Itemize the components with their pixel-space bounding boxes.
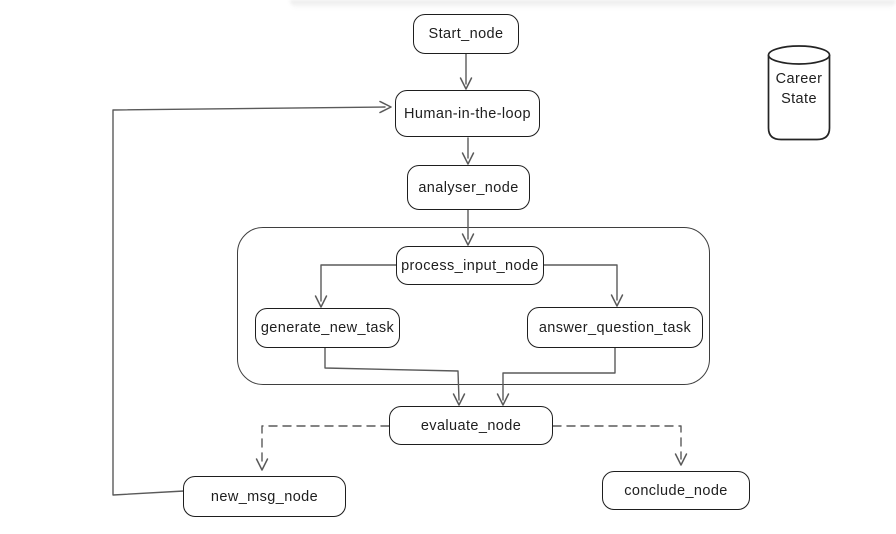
node-generate-new-task: generate_new_task (255, 308, 400, 348)
edge-generate-to-evaluate (324, 347, 460, 401)
arrowhead-human-to-analyser (461, 152, 475, 165)
arrowhead-analyser-to-process (461, 233, 475, 246)
edge-process-to-answer (543, 264, 618, 301)
arrowhead-evaluate-to-newmsg (255, 458, 269, 471)
edge-process-to-generate (320, 264, 397, 302)
edge-evaluate-to-newmsg (261, 425, 390, 465)
edge-newmsg-to-human (112, 106, 386, 496)
arrowhead-start-to-human (459, 77, 473, 90)
node-conclude: conclude_node (602, 471, 750, 510)
node-new-msg: new_msg_node (183, 476, 346, 517)
arrowhead-newmsg-to-human (379, 100, 392, 114)
arrowhead-process-to-generate (314, 295, 328, 308)
node-human-in-the-loop: Human-in-the-loop (395, 90, 540, 137)
cylinder-body (767, 55, 831, 141)
arrowhead-evaluate-to-conclude (674, 453, 688, 466)
database-cylinder-icon (767, 45, 831, 141)
node-process-input: process_input_node (396, 246, 544, 285)
node-answer-question-task: answer_question_task (527, 307, 703, 348)
edge-answer-to-evaluate (502, 347, 616, 401)
datastore-label-line1: Career (775, 71, 823, 87)
cylinder-top (767, 45, 831, 65)
arrowhead-generate-to-evaluate (452, 393, 466, 406)
arrowhead-process-to-answer (610, 294, 624, 307)
arrowhead-answer-to-evaluate (496, 393, 510, 406)
node-evaluate: evaluate_node (389, 406, 553, 445)
subgraph-container-box (237, 227, 710, 385)
datastore-career-state: Career State (767, 44, 831, 141)
edge-evaluate-to-conclude (552, 425, 682, 460)
node-start: Start_node (413, 14, 519, 54)
datastore-label-line2: State (781, 91, 817, 107)
node-analyser: analyser_node (407, 165, 530, 210)
